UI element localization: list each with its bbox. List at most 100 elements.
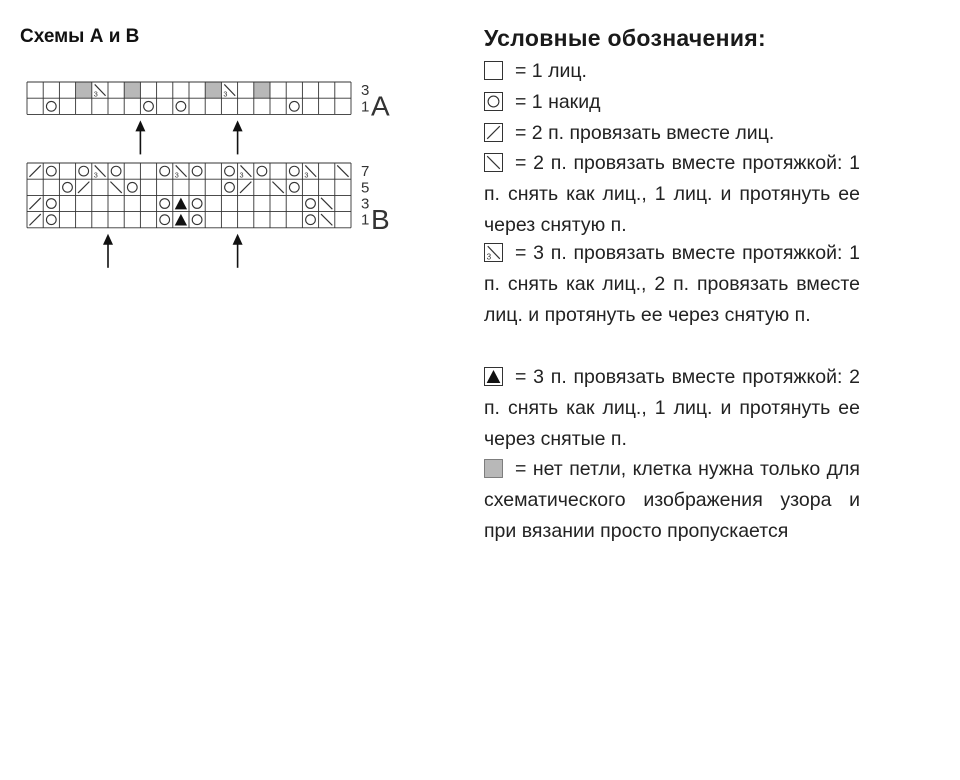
knit-cell	[237, 195, 254, 212]
cell-bg	[108, 163, 125, 180]
knit-cell	[27, 98, 44, 115]
cell-bg	[253, 98, 270, 115]
knit-cell	[156, 98, 173, 115]
knit-cell	[140, 195, 157, 212]
knit-cell	[75, 98, 92, 115]
knit-cell	[205, 179, 222, 196]
knit-cell	[334, 211, 351, 228]
legend-item-k2tog: = 2 п. провязать вместе лиц.	[484, 118, 860, 149]
knit-cell	[334, 82, 351, 99]
knit-cell	[91, 179, 108, 196]
circle-icon	[288, 165, 300, 177]
knit-cell	[318, 82, 335, 99]
cell-bg	[205, 179, 222, 196]
knit-cell	[253, 98, 270, 115]
yarn-over-cell	[189, 163, 206, 180]
circle-icon	[256, 165, 268, 177]
circle-icon	[45, 198, 57, 209]
knit-cell	[172, 179, 189, 196]
knit-cell	[124, 211, 141, 228]
knit-cell	[270, 195, 287, 212]
chart-label: А	[371, 90, 390, 121]
slant-3-digit: 3	[223, 90, 227, 99]
cell-bg	[237, 211, 254, 228]
cell-bg	[334, 98, 351, 115]
knit-cell	[237, 98, 254, 115]
triangle-icon	[174, 197, 188, 210]
no-stitch-cell	[253, 82, 270, 99]
knit-cell	[59, 163, 76, 180]
yarn-over-cell	[156, 211, 173, 228]
triangle-icon	[174, 213, 188, 226]
cell-bg	[237, 98, 254, 115]
circle-icon	[45, 214, 57, 226]
cell-bg	[27, 179, 44, 196]
cell-bg	[91, 195, 108, 212]
yarn-over-cell	[59, 179, 76, 196]
cell-bg	[205, 98, 222, 115]
circle-icon	[45, 100, 57, 112]
knit-cell	[270, 98, 287, 115]
cell-bg	[318, 163, 335, 180]
circle-icon	[78, 165, 90, 177]
cell-bg	[172, 98, 189, 115]
left-slant-3-icon	[175, 165, 188, 178]
knit-cell	[221, 195, 238, 212]
slant-3-digit: 3	[94, 90, 98, 99]
cell-bg	[334, 211, 351, 228]
cell-bg	[221, 98, 238, 115]
cell-bg	[205, 195, 222, 212]
legend-item-no-stitch: = нет петли, клетка нужна только для схе…	[484, 454, 860, 547]
row-number: 5	[361, 179, 369, 196]
knit-cell	[140, 179, 157, 196]
row-number: 3	[361, 196, 369, 213]
k2tog-cell	[27, 211, 44, 228]
cell-bg	[253, 195, 270, 212]
cell-bg	[221, 179, 238, 196]
cell-bg	[270, 82, 287, 99]
cell-bg	[124, 98, 141, 115]
knit-cell	[270, 163, 287, 180]
knit-cell	[253, 195, 270, 212]
ssk-cell	[318, 195, 335, 212]
knit-cell	[43, 82, 60, 99]
knit-cell	[59, 82, 76, 99]
circle-icon	[191, 198, 203, 209]
left-slant-icon	[110, 181, 123, 194]
left-slant-3-icon: 3	[484, 243, 503, 262]
left-slant-icon	[484, 153, 503, 172]
yarn-over-cell	[221, 179, 238, 196]
left-slant-3-icon	[240, 165, 252, 178]
yarn-over-cell	[156, 195, 173, 212]
slant-3-digit: 3	[304, 171, 308, 180]
right-slant-icon	[29, 197, 42, 210]
repeat-arrow-icon	[232, 120, 243, 155]
left-slant-3-icon	[94, 84, 107, 97]
circle-icon	[191, 214, 203, 226]
no-stitch-cell	[205, 82, 222, 99]
cell-bg	[318, 179, 335, 196]
right-slant-icon	[29, 165, 42, 178]
k2tog-cell	[237, 179, 254, 196]
knit-cell	[286, 195, 303, 212]
cell-bg	[140, 163, 157, 180]
cell-bg	[302, 179, 319, 196]
cell-bg	[334, 195, 351, 212]
cell-bg	[75, 195, 92, 212]
legend-item-text: = 2 п. провязать вместе протяжкой: 1 п. …	[484, 152, 860, 236]
slant-3-digit: 3	[94, 171, 98, 180]
cell-bg	[140, 179, 157, 196]
cell-bg	[237, 82, 254, 99]
yarn-over-cell	[221, 163, 238, 180]
left-slant-3-icon	[487, 245, 501, 260]
knit-cell	[156, 82, 173, 99]
no-stitch-fill	[253, 82, 270, 99]
knit-cell	[286, 211, 303, 228]
cell-bg	[189, 195, 206, 212]
cell-bg	[91, 98, 108, 115]
cell-bg	[286, 82, 303, 99]
cell-bg	[286, 195, 303, 212]
knit-cell	[108, 82, 125, 99]
knit-cell	[156, 179, 173, 196]
row-number: 3	[361, 82, 369, 99]
